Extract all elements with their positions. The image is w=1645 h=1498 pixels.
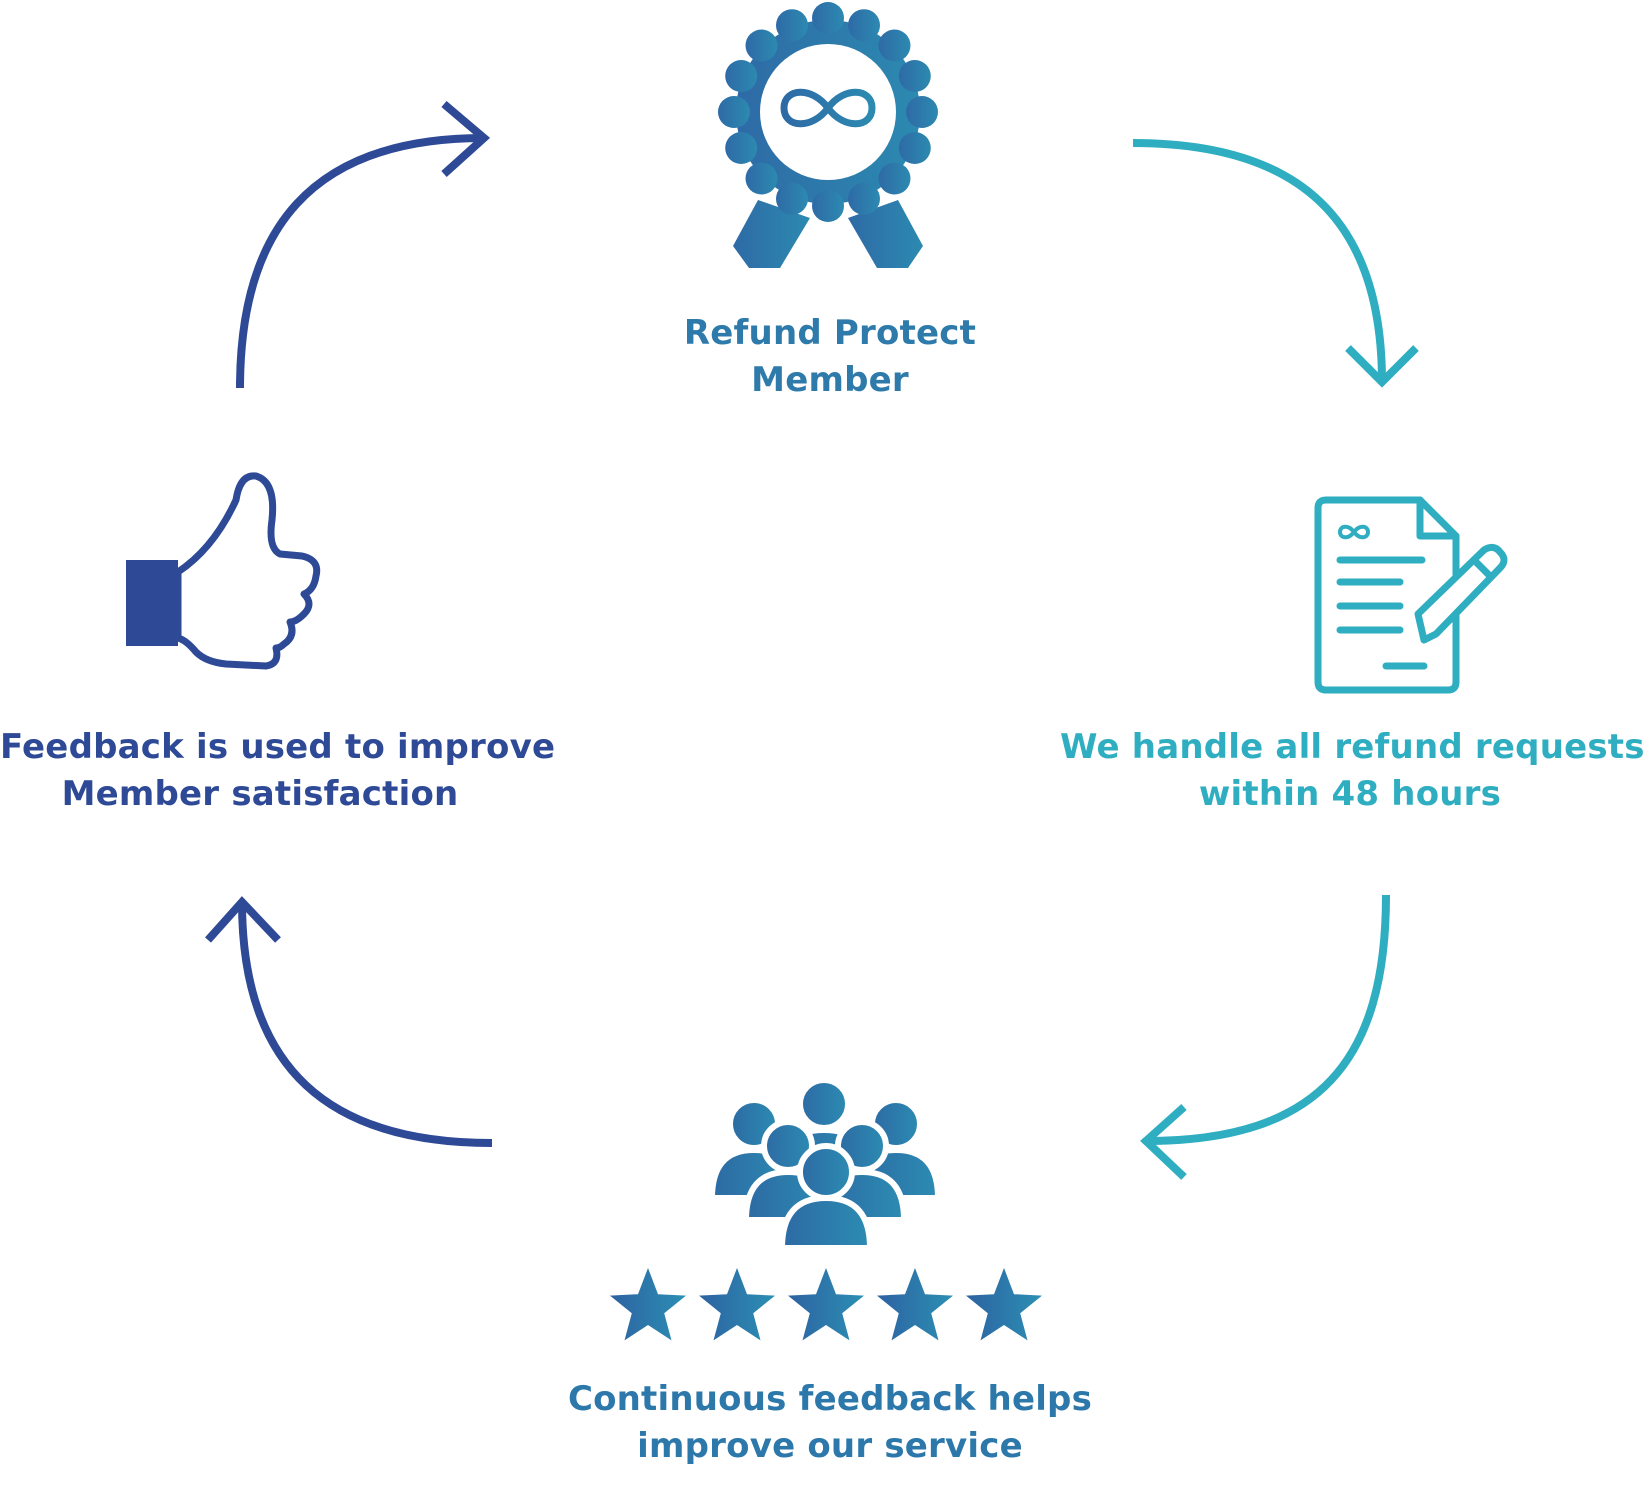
step-label-line: We handle all refund requests — [1060, 727, 1645, 767]
step-label-line: within 48 hours — [1198, 774, 1502, 814]
star-icon — [788, 1268, 864, 1341]
step-label-line: Member — [751, 360, 909, 400]
step-label-refund-requests: We handle all refund requests within 48 … — [1060, 724, 1645, 818]
star-icon — [699, 1268, 775, 1341]
badge-scallop — [812, 2, 844, 34]
badge-scallop — [878, 29, 911, 62]
badge-scallop — [745, 162, 778, 195]
badge-scallop — [776, 9, 808, 42]
badge-scallop — [898, 60, 931, 92]
rating-stars — [610, 1268, 1042, 1341]
step-label-feedback-improve: Feedback is used to improve Member satis… — [0, 724, 556, 818]
star-icon — [610, 1268, 686, 1341]
group-people-icon — [708, 1077, 942, 1251]
step-label-continuous-feedback: Continuous feedback helps improve our se… — [540, 1376, 1120, 1470]
step-label-line: Feedback is used to improve — [0, 727, 556, 767]
badge-scallop — [906, 96, 938, 128]
step-label-line: Continuous feedback helps — [567, 1379, 1093, 1419]
badge-scallop — [718, 96, 750, 128]
badge-scallop — [878, 162, 911, 195]
badge-scallop — [725, 60, 758, 92]
badge-scallop — [848, 182, 880, 215]
arrow-top-to-right — [1132, 139, 1419, 388]
badge-scallop — [745, 29, 778, 62]
step-label-line: Member satisfaction — [61, 774, 459, 814]
star-icon — [877, 1268, 953, 1341]
star-icon — [966, 1268, 1042, 1341]
step-label-refund-protect-member: Refund Protect Member — [580, 310, 1080, 404]
arrow-left-to-top — [236, 100, 491, 389]
step-label-line: Refund Protect — [683, 313, 977, 353]
badge-scallop — [848, 9, 880, 42]
badge-scallop — [725, 132, 758, 164]
badge-scallop — [812, 190, 844, 222]
thumbs-up-icon — [126, 472, 321, 670]
award-ribbon-infinity-icon — [718, 2, 938, 268]
arrow-bottom-to-left — [205, 896, 493, 1147]
arrow-right-to-bottom — [1140, 894, 1390, 1180]
step-label-line: improve our service — [637, 1426, 1023, 1466]
badge-scallop — [898, 132, 931, 164]
badge-scallop — [776, 182, 808, 215]
document-pencil-icon — [1314, 496, 1508, 694]
